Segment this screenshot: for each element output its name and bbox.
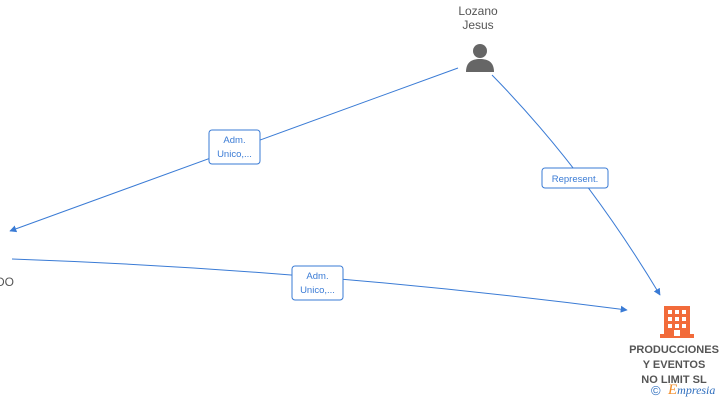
company-name-line1: PRODUCCIONES [629, 344, 719, 356]
company-name-line2: Y EVENTOS [643, 359, 706, 371]
node-company[interactable]: PRODUCCIONES Y EVENTOS NO LIMIT SL [629, 306, 719, 386]
edge-left-to-company[interactable]: Adm. Unico,... [11, 258, 628, 313]
person-icon [466, 44, 494, 72]
edge-label-box [541, 167, 609, 189]
left-node-name-fragment: DO [0, 275, 14, 289]
edge-label-line1: Represent. [552, 174, 598, 185]
brand-initial: E [667, 382, 677, 398]
brand-rest: mpresia [677, 383, 715, 397]
empresia-watermark: © Empresia [651, 382, 715, 398]
edge-label-box [291, 265, 344, 301]
company-name-line3: NO LIMIT SL [641, 374, 707, 386]
edge-lozano-to-left[interactable]: Adm. Unico,... [9, 67, 459, 233]
edge-label-line2: Unico,... [217, 149, 252, 160]
edge-label-line1: Adm. [306, 271, 328, 282]
person-name-line1: Lozano [458, 4, 498, 18]
node-person-lozano[interactable]: Lozano Jesus [458, 4, 498, 72]
edge-label-box [208, 129, 261, 165]
copyright-symbol: © [651, 383, 661, 398]
person-name-line2: Jesus [462, 18, 493, 32]
svg-text:Empresia: Empresia [667, 382, 715, 398]
building-icon [660, 306, 694, 338]
edge-lozano-to-company[interactable]: Represent. [491, 74, 661, 296]
edge-label-line1: Adm. [223, 135, 245, 146]
edge-label-line2: Unico,... [300, 285, 335, 296]
node-offscreen-left[interactable]: DO [0, 275, 14, 289]
